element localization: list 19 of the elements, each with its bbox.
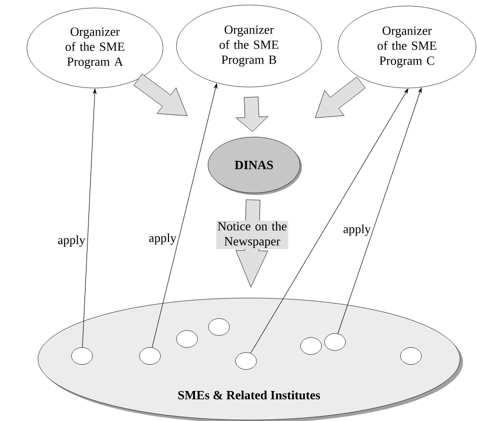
block-arrow [315,76,366,118]
edge-label: apply [58,235,86,247]
edge-label: apply [149,233,176,245]
arrow [338,88,422,334]
small-circle [208,318,230,336]
arrow [82,88,96,348]
small-circle [139,347,161,365]
arrow [152,83,218,348]
small-circle [324,333,346,351]
arrow [250,88,408,354]
small-circle [71,347,93,365]
small-circle [176,330,198,348]
edge-label: Notice on the Newspaper [216,220,288,249]
edge-label: apply [344,224,371,236]
block-arrow [236,96,268,132]
block-arrow [134,74,188,116]
small-circle [400,347,422,365]
small-circle [300,337,322,355]
small-circle [235,352,257,370]
